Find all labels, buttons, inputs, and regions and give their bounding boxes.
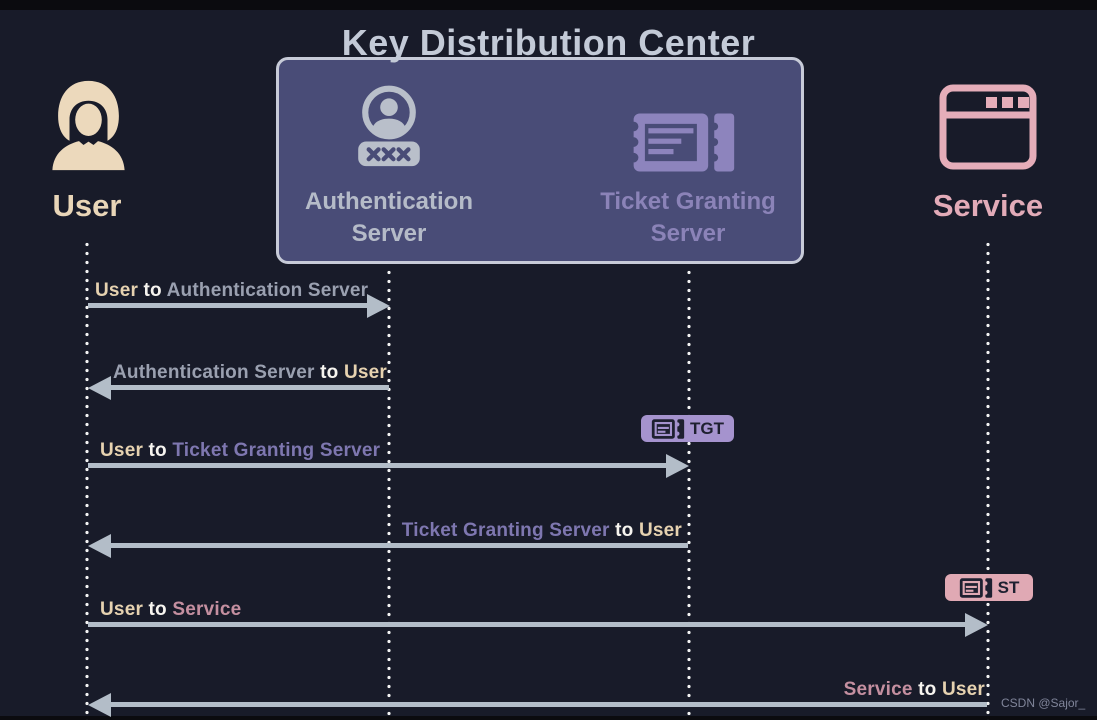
arrowhead-right-icon xyxy=(666,454,689,478)
authentication-server-label: Authentication Server xyxy=(305,188,473,247)
user-lifeline xyxy=(85,240,89,720)
message-part: Authentication Server xyxy=(113,362,321,383)
message-arrow-line xyxy=(110,543,688,548)
message-part: Ticket Granting Server xyxy=(172,440,381,461)
st-badge-label: ST xyxy=(997,577,1020,597)
tgt-badge: TGT xyxy=(641,415,734,442)
message-label: User to Ticket Granting Server xyxy=(100,440,380,462)
message-part: Service xyxy=(843,679,919,700)
message-arrow-line xyxy=(88,463,667,468)
page-title: Key Distribution Center xyxy=(341,22,756,63)
watermark: CSDN @Sajor_ xyxy=(1001,696,1086,710)
arrowhead-left-icon xyxy=(88,534,111,558)
message-label: Service to User xyxy=(100,679,985,701)
message-part: User xyxy=(941,679,985,700)
ticket-icon xyxy=(959,577,992,598)
authentication-server-lifeline xyxy=(387,268,391,720)
message-label: Authentication Server to User xyxy=(95,362,387,384)
browser-window-icon xyxy=(939,84,1037,170)
message-arrow-line xyxy=(88,303,368,308)
message-arrow-line xyxy=(88,622,966,627)
message-part: to xyxy=(320,362,344,383)
message-part: User xyxy=(95,280,144,301)
message-part: Ticket Granting Server xyxy=(401,520,616,541)
arrowhead-left-icon xyxy=(88,376,111,400)
message-part: User xyxy=(638,520,682,541)
woman-user-icon xyxy=(52,80,125,171)
ticket-granting-server-label: Ticket Granting Server xyxy=(600,188,776,247)
message-arrow-line xyxy=(110,385,389,390)
bottom-letterbox-bar xyxy=(0,716,1097,720)
st-badge: ST xyxy=(945,574,1033,601)
ticket-icon xyxy=(651,418,685,439)
ticket-granting-server-lifeline xyxy=(687,268,691,720)
message-label: User to Authentication Server xyxy=(95,280,368,302)
top-letterbox-bar xyxy=(0,0,1097,10)
message-part: to xyxy=(143,280,167,301)
message-part: to xyxy=(148,440,173,461)
message-part: Service xyxy=(172,599,242,620)
service-label: Service xyxy=(932,188,1044,223)
message-label: Ticket Granting Server to User xyxy=(100,520,682,542)
user-label: User xyxy=(52,188,122,223)
arrowhead-right-icon xyxy=(367,294,390,318)
arrowhead-left-icon xyxy=(88,693,111,717)
message-part: to xyxy=(918,679,942,700)
message-arrow-line xyxy=(110,702,987,707)
message-part: User xyxy=(343,362,387,383)
service-lifeline xyxy=(986,240,990,720)
arrowhead-right-icon xyxy=(965,613,988,637)
message-part: User xyxy=(100,440,149,461)
person-password-icon xyxy=(358,85,420,167)
message-part: to xyxy=(148,599,173,620)
tgt-badge-label: TGT xyxy=(690,418,724,438)
message-part: User xyxy=(100,599,149,620)
message-part: Authentication Server xyxy=(166,280,369,301)
ticket-icon xyxy=(630,113,735,172)
message-part: to xyxy=(615,520,639,541)
message-label: User to Service xyxy=(100,599,241,621)
